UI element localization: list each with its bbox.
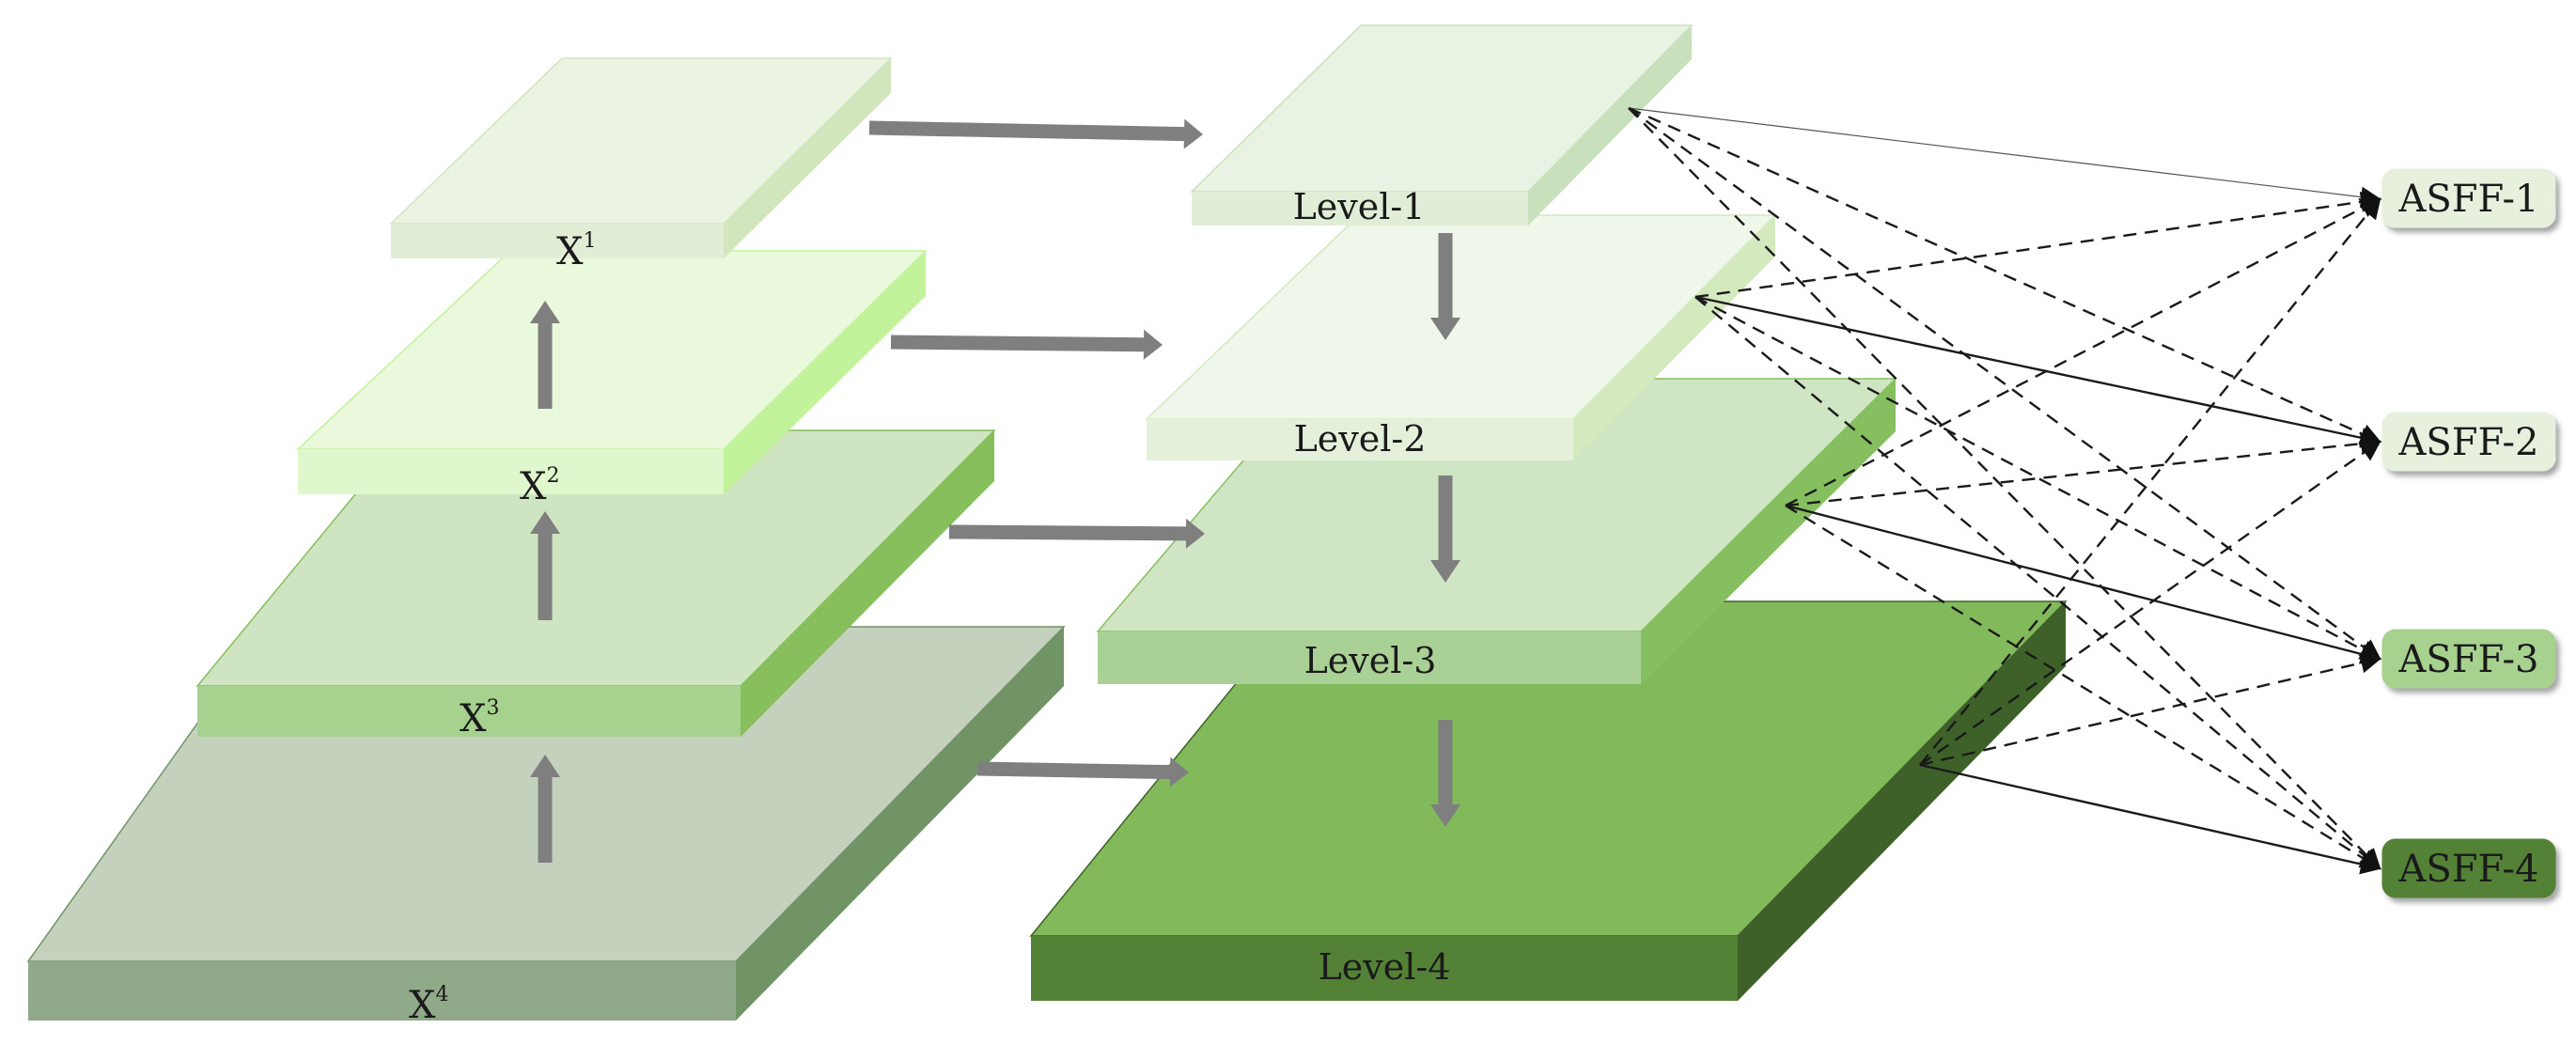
x1-slab-side — [724, 58, 891, 258]
l1-slab-side — [1528, 25, 1692, 226]
up-arrow-x4-x3 — [530, 755, 560, 863]
x3-slab-front — [197, 686, 741, 737]
l3-slab-front — [1098, 631, 1641, 684]
x1-slab — [389, 57, 893, 258]
lateral-arrow-4 — [976, 756, 1189, 787]
l2-to-asff4 — [1694, 296, 2381, 870]
x4-slab-side — [736, 627, 1064, 1021]
l3-to-asff2 — [1785, 433, 2382, 507]
l3-to-asff3-solid — [1785, 504, 2382, 664]
level-4-label: Level-4 — [1319, 946, 1451, 988]
x2-slab-front — [298, 449, 724, 494]
asff-3-label: ASFF-3 — [2398, 638, 2539, 681]
diagram-labels: X1 X2 X3 X4 Level-1 Level-2 Level-3 Leve… — [409, 186, 1450, 1027]
l3-to-asff4 — [1785, 504, 2381, 870]
level-1-label: Level-1 — [1293, 186, 1426, 227]
down-arrow-l3-l4 — [1430, 720, 1460, 827]
x4-label: X4 — [409, 983, 448, 1027]
l1-to-asff1-solid — [1628, 107, 2382, 208]
l2-slab-side — [1573, 215, 1775, 460]
lateral-arrow-3 — [948, 518, 1205, 549]
x3-slab-side — [741, 430, 994, 737]
x2-slab-side — [724, 251, 926, 494]
l4-slab-front — [1031, 936, 1738, 1001]
l2-to-asff1 — [1694, 191, 2382, 299]
asff-4-box — [2381, 838, 2556, 898]
l4-to-asff2 — [1919, 440, 2381, 766]
x1-slab-front — [391, 224, 724, 258]
asff-2-label: ASFF-2 — [2398, 421, 2539, 464]
feature-slabs — [26, 24, 2068, 1021]
x1-label: X1 — [556, 229, 596, 273]
asff-3-box — [2381, 629, 2556, 689]
level-2-label: Level-2 — [1294, 418, 1427, 460]
x3-label: X3 — [460, 696, 499, 740]
l4-slab — [1029, 600, 2068, 1001]
asff-1-box — [2381, 168, 2556, 228]
l1-to-asff4 — [1628, 107, 2381, 870]
x2-label: X2 — [520, 464, 559, 508]
l1-to-asff2 — [1628, 106, 2382, 444]
asff-1-label: ASFF-1 — [2398, 178, 2539, 221]
lateral-arrow-2 — [890, 329, 1163, 360]
up-arrow-x2-x1 — [530, 301, 560, 409]
gray-arrows — [530, 118, 1460, 863]
l1-slab — [1190, 24, 1694, 226]
x2-slab — [296, 250, 928, 494]
lateral-arrow-1 — [868, 118, 1203, 149]
asff-boxes: ASFF-1 ASFF-2 ASFF-3 ASFF-4 — [2381, 168, 2556, 898]
l4-slab-side — [1738, 601, 2066, 1001]
down-arrow-l2-l3 — [1430, 475, 1460, 583]
l2-slab-front — [1147, 419, 1573, 460]
asff-connections — [1628, 106, 2382, 875]
l4-to-asff4-solid — [1919, 763, 2382, 875]
l3-to-asff1 — [1785, 197, 2381, 507]
l4-to-asff1 — [1919, 197, 2381, 766]
l4-to-asff3 — [1919, 652, 2382, 767]
l2-slab — [1145, 214, 1777, 460]
asff-4-label: ASFF-4 — [2398, 848, 2539, 891]
l3-slab-side — [1641, 379, 1896, 684]
l1-slab-front — [1192, 192, 1528, 226]
down-arrow-l1-l2 — [1430, 233, 1460, 340]
up-arrow-x3-x2 — [530, 511, 560, 620]
asff-2-box — [2381, 412, 2556, 472]
l1-to-asff3 — [1628, 107, 2381, 661]
x4-slab-front — [28, 961, 736, 1021]
level-3-label: Level-3 — [1304, 640, 1437, 681]
l2-to-asff2-solid — [1694, 295, 2382, 448]
